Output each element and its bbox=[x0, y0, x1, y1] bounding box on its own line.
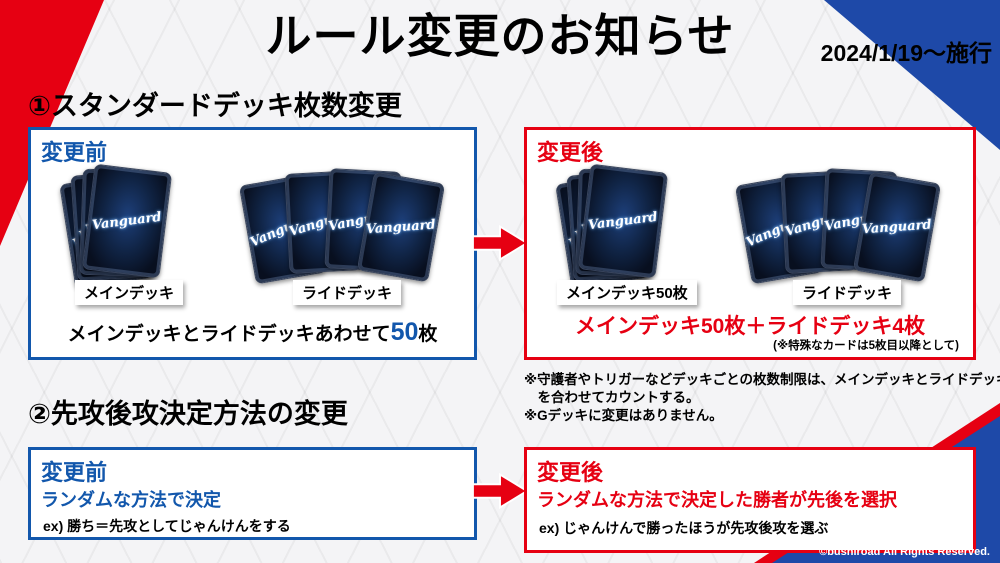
before-example: ex) 勝ち＝先攻としてじゃんけんをする bbox=[43, 518, 291, 534]
before-rule: ランダムな方法で決定 bbox=[41, 490, 221, 510]
vanguard-logo: Vanguard bbox=[91, 209, 163, 233]
section2-after-panel: 変更後 ランダムな方法で決定した勝者が先後を選択 ex) じゃんけんで勝ったほう… bbox=[524, 447, 976, 553]
before-summary: メインデッキとライドデッキあわせて50枚 bbox=[31, 318, 474, 347]
note-line: ※守護者やトリガーなどデッキごとの枚数制限は、メインデッキとライドデッキ bbox=[524, 372, 1000, 387]
before-label: 変更前 bbox=[41, 460, 108, 485]
card-back: Vanguard bbox=[577, 163, 669, 279]
effective-date: 2024/1/19～施行 bbox=[820, 40, 992, 66]
vanguard-logo: Vanguard bbox=[587, 209, 659, 233]
note-line: ※Gデッキに変更はありません。 bbox=[524, 408, 723, 423]
card-back: Vanguard bbox=[81, 163, 173, 279]
section1-notes: ※守護者やトリガーなどデッキごとの枚数制限は、メインデッキとライドデッキ を合わ… bbox=[524, 371, 1000, 425]
before-summary-text: メインデッキとライドデッキあわせて bbox=[67, 324, 391, 345]
main-deck-label: メインデッキ50枚 bbox=[557, 280, 697, 305]
vanguard-logo: Vanguard bbox=[365, 217, 437, 237]
after-label: 変更後 bbox=[537, 140, 604, 165]
after-label: 変更後 bbox=[537, 460, 604, 485]
after-example: ex) じゃんけんで勝ったほうが先攻後攻を選ぶ bbox=[539, 520, 829, 536]
page-title: ルール変更のお知らせ bbox=[265, 10, 735, 62]
before-summary-unit: 枚 bbox=[418, 324, 438, 345]
before-summary-count: 50 bbox=[390, 318, 419, 346]
main-deck-stack: Vanguard Vanguard Vanguard Vanguard bbox=[555, 163, 683, 290]
vanguard-logo: Vanguard bbox=[861, 217, 933, 237]
main-deck-label: メインデッキ bbox=[75, 280, 184, 305]
ride-deck-label: ライドデッキ bbox=[293, 280, 402, 305]
ride-deck-fan: Vanguard Vanguard Vanguard Vanguard bbox=[238, 168, 447, 285]
section1-heading: ①スタンダードデッキ枚数変更 bbox=[28, 91, 402, 121]
after-summary: メインデッキ50枚＋ライドデッキ4枚 bbox=[574, 315, 926, 338]
section2-before-panel: 変更前 ランダムな方法で決定 ex) 勝ち＝先攻としてじゃんけんをする bbox=[28, 447, 477, 540]
arrow-right-icon bbox=[471, 224, 529, 262]
section2-heading: ②先攻後攻決定方法の変更 bbox=[28, 399, 348, 429]
after-rule: ランダムな方法で決定した勝者が先後を選択 bbox=[537, 490, 897, 510]
before-label: 変更前 bbox=[41, 140, 108, 165]
arrow-right-icon bbox=[471, 472, 529, 510]
ride-deck-fan: Vanguard Vanguard Vanguard Vanguard bbox=[734, 168, 943, 285]
section1-after-panel: 変更後 Vanguard Vanguard Vanguard Vanguard … bbox=[524, 127, 976, 360]
section1-before-panel: 変更前 Vanguard Vanguard Vanguard Vanguard … bbox=[28, 127, 477, 360]
main-deck-stack: Vanguard Vanguard Vanguard Vanguard bbox=[59, 163, 187, 290]
after-summary-note: (※特殊なカードは5枚目以降として) bbox=[773, 340, 959, 352]
note-line: を合わせてカウントする。 bbox=[524, 390, 700, 405]
ride-deck-label: ライドデッキ bbox=[793, 280, 902, 305]
copyright-text: ©bushiroad All Rights Reserved. bbox=[819, 546, 990, 558]
